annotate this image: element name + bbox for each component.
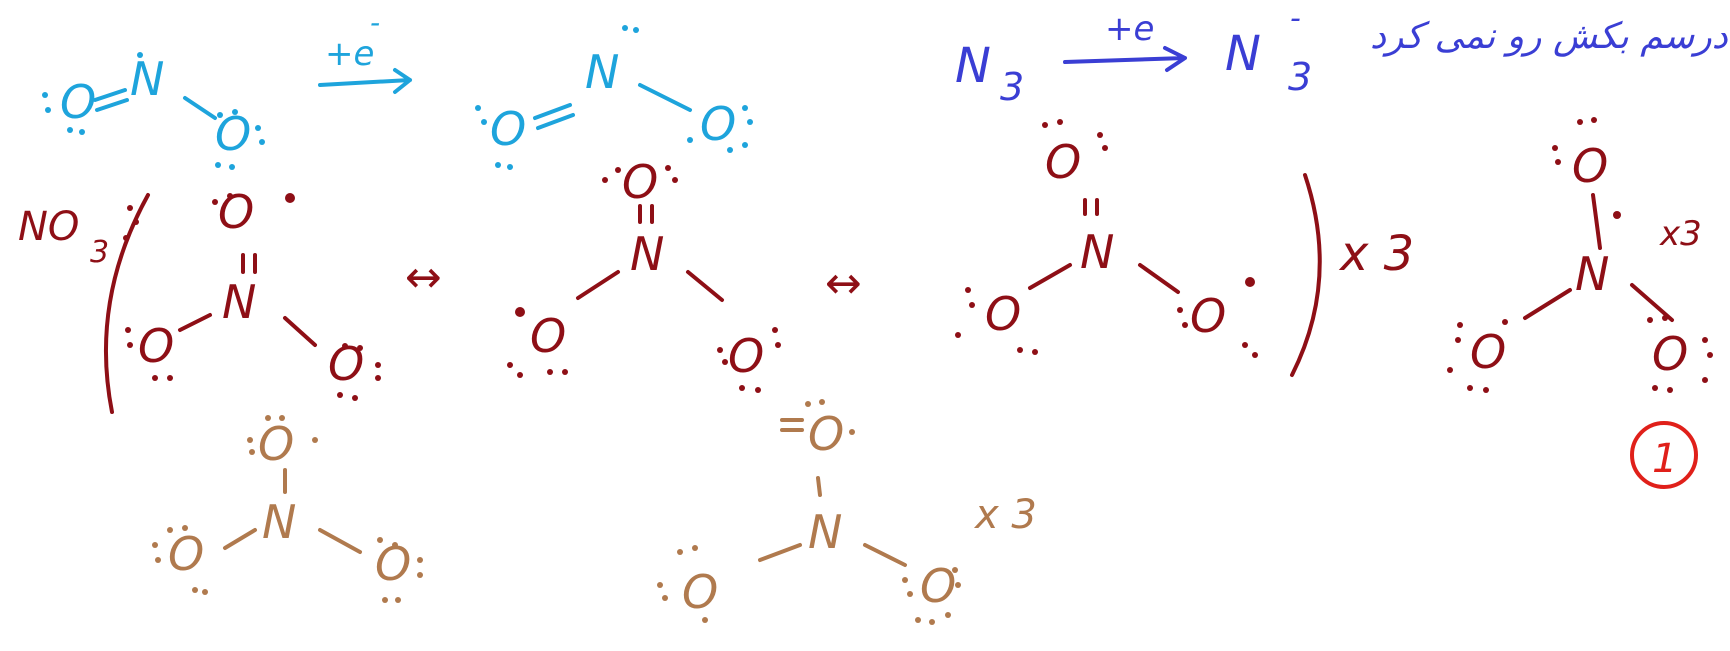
r-bond-right	[1630, 283, 1674, 322]
arrow-shaft-2	[1063, 46, 1187, 72]
resonance-arrow-2: ↔	[825, 258, 862, 309]
no2-structure-2: O N O	[475, 25, 753, 170]
n3-left-sub: 3	[1000, 65, 1024, 109]
r-o-right: O	[1652, 327, 1688, 381]
r-o-top: O	[1572, 139, 1608, 193]
no3-anion-1: O N O O	[152, 415, 423, 603]
circled-number: 1	[1652, 436, 1677, 482]
no3-label-sub: 3	[90, 235, 109, 270]
electron-label-2: +e	[1105, 9, 1154, 49]
no3-label-text: NO	[18, 204, 79, 250]
electron-charge-1: -	[370, 6, 380, 39]
c-bond-left	[1028, 263, 1072, 290]
no3-anion-2: O N O O x 3	[657, 399, 1037, 625]
no2b-o-right: O	[700, 97, 736, 151]
r-bond-top	[1591, 193, 1602, 250]
circled-number-ring	[1630, 421, 1698, 489]
t2-o-right: O	[920, 559, 956, 613]
r-n: N	[1575, 247, 1609, 301]
b-lone-pairs	[507, 165, 781, 393]
t1-o-top: O	[258, 417, 294, 471]
t2-n: N	[808, 505, 842, 559]
electron-arrow-1: +e -	[318, 6, 412, 94]
no3-label: NO 3	[18, 204, 139, 270]
no2b-double-bond	[533, 103, 575, 130]
no3-resonance-a: O N O O	[125, 185, 381, 401]
t1-n: N	[262, 495, 296, 549]
a-radical-dot	[285, 193, 295, 203]
times3-main: x 3	[1338, 226, 1414, 282]
no2b-lone-pairs	[475, 25, 753, 170]
b-o-right: O	[728, 329, 764, 383]
t2-o-top: O	[808, 407, 844, 461]
b-o-top: O	[622, 155, 658, 209]
no3-right-structure: O N O O x3 1	[1447, 117, 1713, 489]
b-n: N	[630, 227, 664, 281]
c-lone-pairs	[955, 119, 1258, 358]
b-bond-right	[686, 270, 724, 302]
a-o-top: O	[218, 185, 254, 239]
t1-bond-right	[318, 528, 362, 554]
b-o-left: O	[530, 309, 566, 363]
no2b-n: N	[585, 45, 619, 99]
times3-tan: x 3	[973, 492, 1037, 538]
t2-lone-pair-lines	[780, 418, 804, 432]
persian-note: درسم بکش رو نمی کرد	[1370, 16, 1729, 57]
c-o-left: O	[985, 287, 1021, 341]
t1-lone-pairs	[152, 415, 423, 603]
a-bond-left	[178, 313, 212, 332]
resonance-arrow-1: ↔	[405, 252, 442, 303]
n3-right-sub: 3	[1288, 55, 1312, 99]
a-bond-right	[283, 316, 317, 347]
b-radical-dot	[515, 307, 525, 317]
no2b-single-bond	[638, 83, 692, 112]
a-o-left: O	[138, 319, 174, 373]
t2-bond-left	[758, 543, 802, 562]
c-bond-right	[1138, 263, 1180, 294]
c-double-bond	[1083, 198, 1099, 216]
t2-lone-pairs	[657, 399, 961, 625]
bracket-left	[104, 193, 150, 414]
n3-right-n: N	[1225, 26, 1261, 82]
a-lone-pairs	[125, 193, 381, 401]
r-o-left: O	[1470, 325, 1506, 379]
c-o-right: O	[1190, 289, 1226, 343]
r-bond-left	[1523, 288, 1572, 320]
b-bond-left	[576, 270, 620, 300]
n3-right-charge: -	[1290, 1, 1301, 36]
t2-bond-top	[816, 476, 822, 497]
n3-reaction: N 3 +e N 3 - درسم بکش رو نمی کرد	[955, 1, 1729, 109]
no2-n: N	[130, 52, 164, 106]
arrow-shaft-1	[318, 68, 412, 94]
no3-resonance-b: O N O O	[507, 155, 781, 393]
a-double-bond	[241, 253, 257, 274]
no2-structure-1: O N O	[42, 52, 265, 170]
no2-lone-pairs	[42, 52, 265, 170]
t2-bond-right	[863, 543, 907, 567]
n3-left-n: N	[955, 38, 991, 94]
c-n: N	[1080, 225, 1114, 279]
no2-double-bond	[93, 88, 129, 112]
a-n: N	[222, 275, 256, 329]
t2-o-left: O	[682, 565, 718, 619]
no3-resonance-c: O N O O	[955, 119, 1258, 358]
c-radical-dot	[1245, 277, 1255, 287]
no2-o-left: O	[60, 75, 96, 129]
t1-bond-left	[223, 528, 257, 550]
r-lone-pairs	[1447, 117, 1713, 393]
b-double-bond	[638, 204, 654, 224]
electron-label-1: +e	[325, 34, 374, 74]
no2b-o-left: O	[490, 102, 526, 156]
bracket-right	[1290, 173, 1322, 377]
no2-single-bond	[183, 96, 217, 120]
r-radical-dot	[1613, 211, 1621, 219]
no3-label-dots	[123, 205, 139, 241]
c-o-top: O	[1045, 135, 1081, 189]
t1-o-left: O	[168, 527, 204, 581]
times3-side: x3	[1659, 214, 1702, 254]
